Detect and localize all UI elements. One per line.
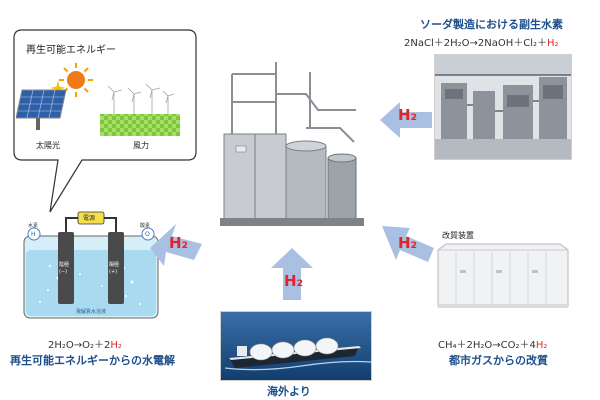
h2-arrow-right — [382, 226, 434, 262]
sun-icon — [59, 63, 93, 97]
sparkle-icon — [50, 80, 66, 96]
solar-label: 太陽光 — [36, 141, 60, 150]
renewable-title: 再生可能エネルギー — [26, 45, 116, 56]
reformer-label: 改質装置 — [442, 231, 474, 240]
hydrogen-plant-photo — [206, 54, 378, 232]
overseas-caption: 海外より — [267, 385, 311, 398]
reformer-unit-illustration — [437, 243, 569, 308]
h2-label-left: H₂ — [169, 234, 189, 252]
soda-plant-photo — [434, 54, 572, 160]
h2-arrow-bottom — [271, 248, 313, 300]
lng-tanker-photo — [220, 311, 372, 381]
h2-label-bottom: H₂ — [284, 272, 304, 290]
oxygen-label: 酸素 — [140, 223, 151, 229]
oxygen-badge-glyph: O — [145, 231, 150, 238]
anode-label: 陽極(+) — [109, 262, 120, 275]
soda-title: ソーダ製造における副生水素 — [420, 18, 563, 31]
soda-equation: 2NaCl＋2H₂O→2NaOH＋Cl₂＋H₂ — [404, 38, 559, 49]
reformer-equation: CH₄＋2H₂O→CO₂＋4H₂ — [438, 340, 548, 351]
hydrogen-badge-glyph: H — [31, 231, 36, 238]
h2-arrow-top-right — [380, 102, 432, 138]
wind-farm-icon — [100, 84, 180, 136]
power-source-label: 電源 — [83, 215, 96, 222]
reformer-caption: 都市ガスからの改質 — [449, 354, 548, 367]
electrolysis-caption: 再生可能エネルギーからの水電解 — [10, 354, 175, 367]
h2-arrow-left — [150, 224, 202, 266]
h2-label-top-right: H₂ — [398, 106, 418, 124]
cathode-label: 陰極(−) — [59, 262, 70, 275]
hydrogen-label: 水素 — [28, 223, 39, 229]
h2-label-right: H₂ — [398, 234, 418, 252]
electrolysis-equation: 2H₂O→O₂＋2H₂ — [48, 340, 122, 351]
electrolyte-label: 電解質水溶液 — [76, 309, 107, 315]
electrolysis-cell-illustration — [23, 211, 159, 319]
solar-panel-icon — [16, 89, 67, 130]
wind-label: 風力 — [133, 141, 149, 150]
